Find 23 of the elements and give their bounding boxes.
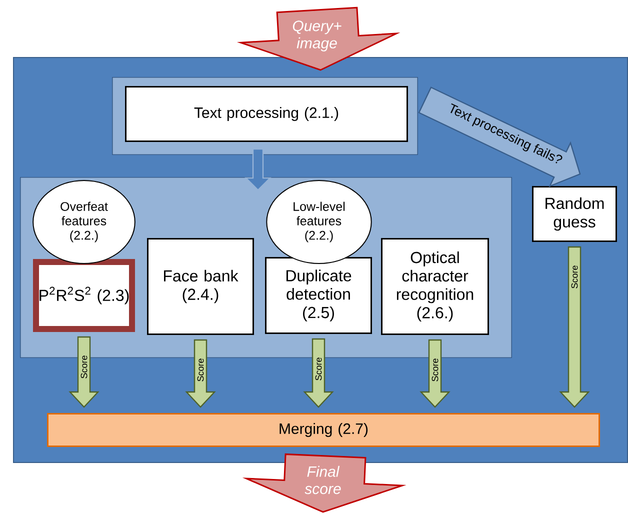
edge-label: Score <box>571 266 578 288</box>
block-arrow <box>185 339 216 408</box>
block-arrow <box>236 6 400 71</box>
block-arrow <box>420 339 450 408</box>
edge-label: Score <box>432 358 438 382</box>
process-box: Random guess <box>532 186 617 242</box>
block-arrow <box>68 336 100 408</box>
process-box: Face bank (2.4.) <box>147 238 254 335</box>
process-box: Duplicate detection (2.5) <box>265 257 372 334</box>
block-arrow <box>244 148 272 191</box>
process-box: Text processing (2.1.) <box>125 86 408 142</box>
edge-label: Score <box>197 358 204 382</box>
edge-label: Final score <box>304 466 341 494</box>
block-arrow <box>242 453 406 513</box>
merging-bar: Merging (2.7) <box>47 413 600 447</box>
block-arrow <box>559 246 590 408</box>
block-arrow <box>303 338 334 408</box>
edge-label: Score <box>315 358 322 380</box>
process-box: P$^{2}$R$^{2}$S$^{2}$ (2.3) <box>33 259 135 332</box>
process-box: Optical character recognition (2.6.) <box>381 238 489 335</box>
edge-label: Query+ image <box>292 20 342 52</box>
block-arrow <box>418 86 581 188</box>
edge-label: Score <box>80 356 88 378</box>
